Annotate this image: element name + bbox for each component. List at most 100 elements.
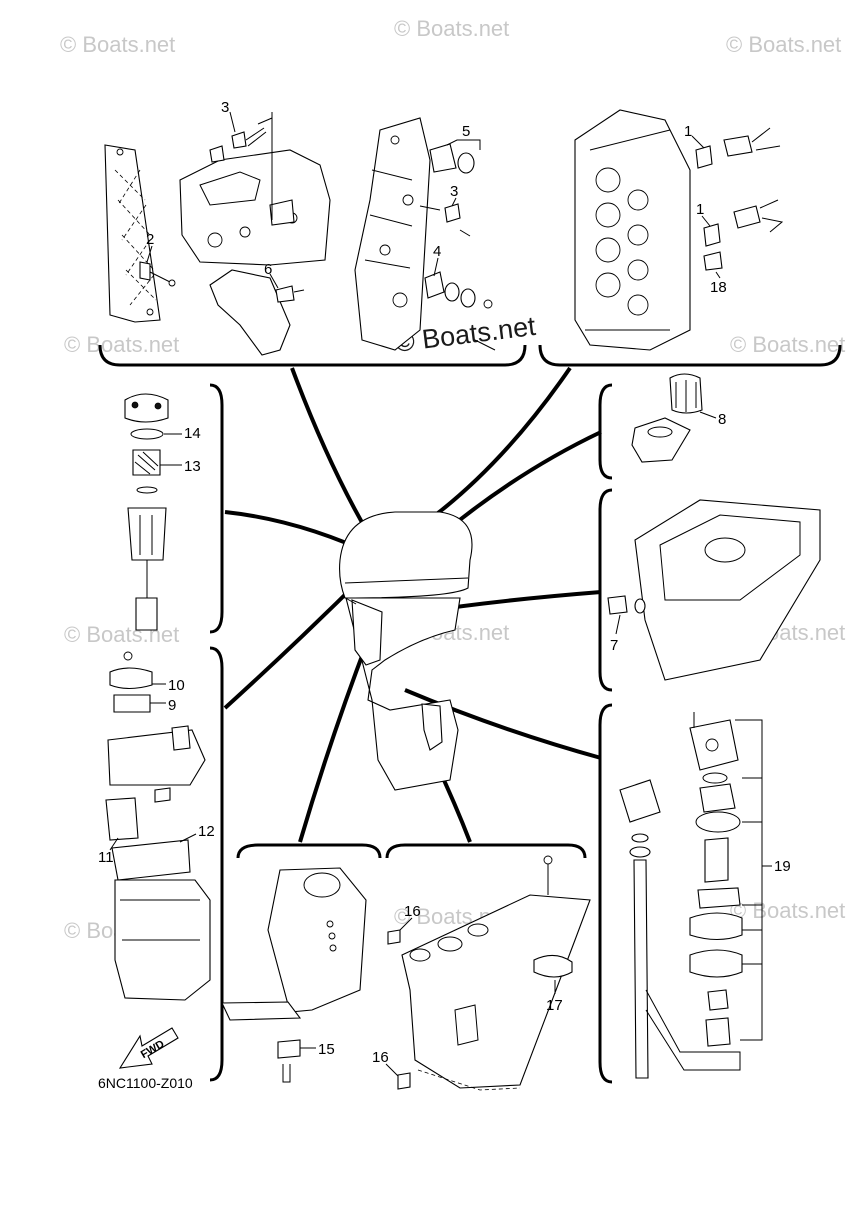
callout-13: 13 <box>184 458 201 475</box>
upper-casing <box>267 867 367 1013</box>
separator-top <box>107 729 206 786</box>
thermostat-b <box>444 203 461 223</box>
water-pump-assembly: 19 <box>619 712 791 1079</box>
diagram-code: 6NC1100-Z010 <box>98 1075 193 1091</box>
bracket-left-upper <box>209 383 224 634</box>
bracket-top-right <box>538 344 842 367</box>
thermo-switch-bracket <box>209 269 291 356</box>
vapor-separator-assembly: 10 9 11 12 <box>98 651 215 1001</box>
callout-14: 14 <box>184 425 201 442</box>
connector <box>290 367 377 547</box>
callout-10: 10 <box>168 677 185 694</box>
watermark: © Boats.net <box>394 16 509 41</box>
bracket-right-oilpan <box>598 488 613 692</box>
connector <box>404 688 602 760</box>
separator-cap <box>109 667 153 690</box>
callout-19: 19 <box>774 858 791 875</box>
oil-filter-bracket <box>631 417 691 463</box>
cover-a <box>723 135 753 157</box>
connector <box>298 639 370 843</box>
callout-12: 12 <box>198 823 215 840</box>
drain-plug <box>607 595 628 615</box>
callout-1: 1 <box>684 123 692 140</box>
temperature-sensor <box>139 261 151 281</box>
callout-16b: 16 <box>372 1049 389 1066</box>
gasket <box>105 797 139 841</box>
outboard-motor-overview <box>339 511 473 791</box>
callout-2: 2 <box>146 231 154 248</box>
plug-16a <box>387 929 401 945</box>
anode-a <box>429 143 457 173</box>
cylinder-head-assembly: 1 1 18 <box>574 109 784 351</box>
top-cowling <box>339 511 473 599</box>
anode <box>421 703 443 751</box>
damper <box>277 1039 301 1059</box>
impeller <box>697 887 741 909</box>
cylinder-block-assembly: 3 6 <box>179 99 331 356</box>
watermarks: © Boats.net © Boats.net © Boats.net © Bo… <box>60 16 845 943</box>
bracket-clamp <box>351 599 383 666</box>
plug-16b <box>397 1072 411 1090</box>
bracket-bottom-mid <box>236 843 382 859</box>
callout-5: 5 <box>462 123 470 140</box>
lower-casing <box>401 894 591 1089</box>
plug-a <box>695 145 713 169</box>
callout-1b: 1 <box>696 201 704 218</box>
fwd-arrow-icon <box>118 1027 179 1069</box>
callout-9: 9 <box>168 697 176 714</box>
bracket-right-pump <box>598 703 613 1084</box>
callout-7: 7 <box>610 637 618 654</box>
fwd-label: FWD <box>139 1038 167 1061</box>
watermark: © Boats.net <box>60 32 175 57</box>
pump-insert <box>699 783 736 813</box>
cylinder-block <box>179 149 331 266</box>
callout-16: 16 <box>404 903 421 920</box>
grommet <box>457 152 475 174</box>
callout-4: 4 <box>433 243 441 260</box>
o-ring <box>130 428 164 440</box>
exhaust-manifold-assembly: 5 3 4 <box>354 117 496 351</box>
plug-b <box>703 223 721 247</box>
callout-6: 6 <box>264 261 272 278</box>
thermostat <box>231 131 247 149</box>
oil-filter-assembly: 8 <box>631 373 726 463</box>
oil-pan-assembly: 7 <box>607 499 821 681</box>
exhaust-cover-gasket-assembly: 2 <box>104 144 176 323</box>
drive-shaft <box>633 859 649 1079</box>
thermo-switch <box>275 285 295 303</box>
stay <box>221 1001 302 1021</box>
callout-8: 8 <box>718 411 726 428</box>
bracket-top-left <box>98 344 527 367</box>
connector <box>416 366 572 530</box>
group-brackets <box>98 344 842 1084</box>
fwd-indicator: FWD <box>118 1027 179 1069</box>
filter-cup <box>127 507 167 561</box>
callout-15: 15 <box>318 1041 335 1058</box>
oil-pan <box>634 499 821 681</box>
upper-casing-assembly: 15 <box>221 867 367 1083</box>
float-valve <box>113 694 151 713</box>
anode-b <box>424 271 445 299</box>
callout-17: 17 <box>546 997 563 1014</box>
watermark: © Boats.net <box>64 622 179 647</box>
separator-gasket <box>111 839 191 881</box>
watermark: © Boats.net <box>726 32 841 57</box>
fuel-filter-assembly: 14 13 <box>124 393 201 631</box>
exhaust-manifold <box>354 117 431 351</box>
bracket-right-filter <box>598 383 613 480</box>
bracket-left-lower <box>209 646 224 1082</box>
callout-18: 18 <box>710 279 727 296</box>
anode-lower <box>533 954 573 978</box>
lower-unit-assembly: 17 16 16 <box>372 855 591 1091</box>
cover-b <box>733 205 761 229</box>
sensor <box>703 251 723 271</box>
pump-plate <box>689 912 743 941</box>
callout-11: 11 <box>98 849 114 866</box>
bracket-bottom-right <box>385 843 587 859</box>
watermark: © Boats.net <box>730 898 845 923</box>
impeller-shaft-parts <box>704 837 729 883</box>
watermark: © Boats.net <box>730 332 845 357</box>
water-tube-seal <box>619 779 661 823</box>
